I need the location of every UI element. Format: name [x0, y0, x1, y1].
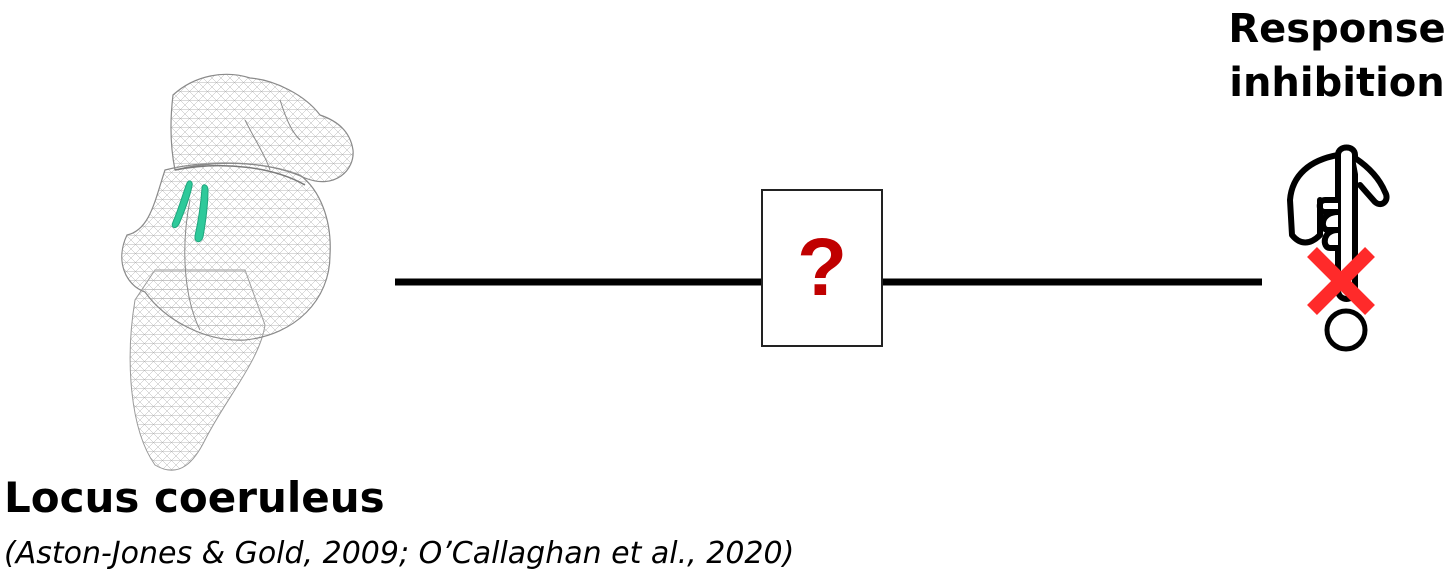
button-circle: [1324, 308, 1368, 352]
citation-text: (Aston-Jones & Gold, 2009; O’Callaghan e…: [4, 536, 795, 571]
brainstem-mesh-icon: [121, 73, 354, 471]
response-inhibition-label: Response inhibition: [1222, 2, 1452, 110]
locus-coeruleus-label: Locus coeruleus: [4, 473, 385, 522]
unknown-mediator-box: ?: [761, 189, 883, 347]
red-x-icon: [1307, 247, 1375, 315]
pointing-hand-icon: [1287, 144, 1390, 352]
target-label-line2: inhibition: [1229, 60, 1445, 106]
target-label-line1: Response: [1228, 6, 1446, 52]
question-mark: ?: [796, 222, 848, 313]
